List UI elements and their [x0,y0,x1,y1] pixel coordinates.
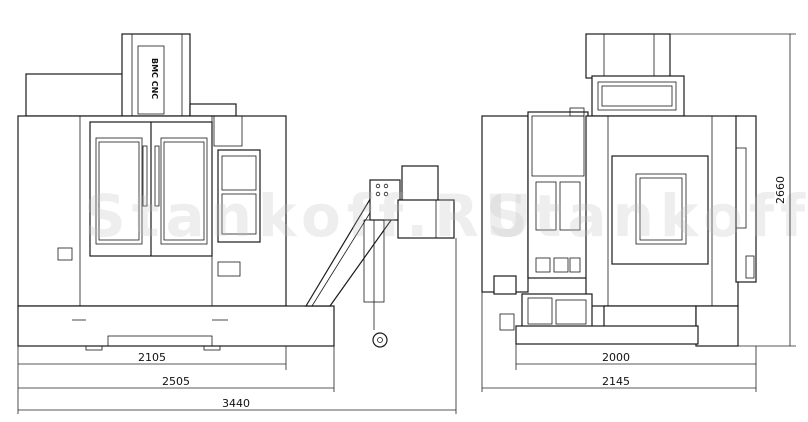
dim-front-width: 2105 [138,351,166,364]
front-dimensions: 2105 2505 3440 [17,238,457,414]
side-top-column [585,33,671,79]
chip-conveyor [304,165,455,348]
front-spindle-column [121,33,191,117]
dim-front-with-conveyor: 2505 [162,375,190,388]
dim-front-total: 3440 [222,397,250,410]
side-enclosure [585,115,739,307]
dim-side-total: 2145 [602,375,630,388]
watermark-left: Stankoff.RU [84,182,538,250]
side-view [481,33,757,347]
dim-side-height: 2660 [774,176,787,204]
front-view: BMC CNC [17,33,455,351]
side-base [515,325,699,345]
front-base [17,305,335,347]
front-top-cabinet [25,73,131,117]
front-brand-label: BMC CNC [150,58,159,99]
side-rear-cabinet [481,115,529,293]
side-dimensions: 2000 2145 2660 [481,33,796,392]
watermark-right: Stankoff.RU [486,182,808,250]
dim-side-depth: 2000 [602,351,630,364]
front-control-panel [217,149,261,243]
